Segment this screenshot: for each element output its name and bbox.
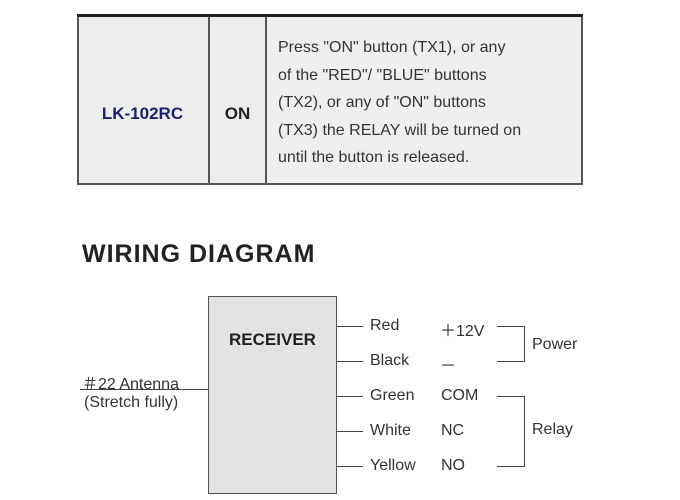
antenna-note: (Stretch fully) [84,394,179,411]
wire-signal-label: NO [441,457,465,474]
wire-signal-label: － [440,358,457,375]
antenna-label: ＃22 Antenna [82,376,179,393]
state-cell [210,17,265,183]
power-bracket [497,361,524,362]
table-top-border [77,14,583,17]
wire-red [337,326,363,327]
receiver-box [208,296,337,494]
description-text: Press "ON" button (TX1), or any of the "… [278,34,578,172]
wire-color-label: Red [370,317,400,334]
model-cell [77,17,208,183]
antenna-wire [80,389,208,390]
description-line: until the button is released. [278,149,470,166]
model-name: LK-102RC [101,104,184,123]
relay-group-label: Relay [532,421,573,438]
relay-bracket [524,396,525,467]
description-cell [267,17,583,183]
wire-color-label: Yellow [370,457,416,474]
power-bracket [524,326,525,362]
relay-bracket [497,396,524,397]
wire-signal-label: COM [441,387,479,404]
wire-signal-label: NC [441,422,465,439]
state-label: ON [224,104,251,123]
wire-black [337,361,363,362]
wire-green [337,396,363,397]
table-divider [208,17,210,185]
power-group-label: Power [532,336,578,353]
wire-color-label: Black [370,352,410,369]
table-bottom-border [77,183,583,185]
wire-color-label: White [370,422,411,439]
wire-white [337,431,363,432]
table-divider [581,17,583,185]
description-line: (TX3) the RELAY will be turned on [278,121,522,139]
description-line: of the "RED"/ "BLUE" buttons [278,66,487,84]
wire-color-label: Green [370,387,415,404]
table-divider [265,17,267,185]
section-title: WIRING DIAGRAM [82,240,316,268]
wire-yellow [337,466,363,467]
relay-bracket [497,466,524,467]
table-divider [77,17,79,185]
description-line: (TX2), or any of "ON" buttons [278,94,486,111]
wire-signal-label: ＋12V [440,323,485,340]
receiver-label: RECEIVER [229,330,316,349]
power-bracket [497,326,524,327]
spec-table: LK-102RC ON Press "ON" button (TX1), or … [77,14,583,185]
description-line: Press "ON" button (TX1), or any [278,39,506,56]
